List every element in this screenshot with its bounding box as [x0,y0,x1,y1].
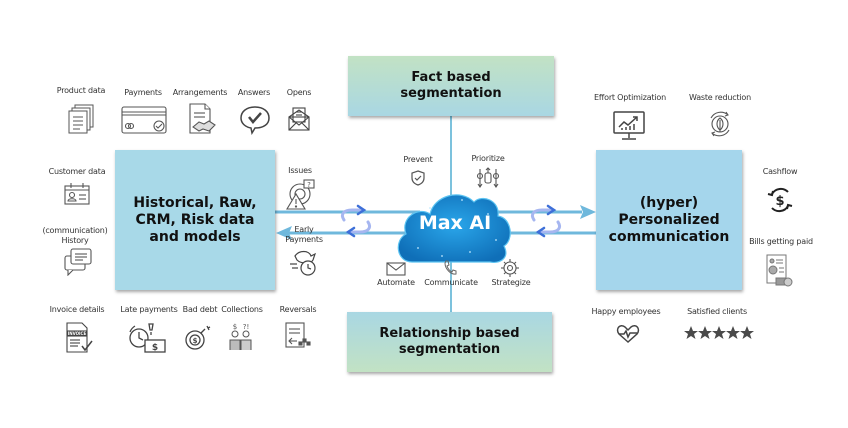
fast-clock-icon [289,248,319,276]
issues-label: Issues [288,166,312,175]
left-box-line3: and models [149,228,241,245]
svg-text:$: $ [152,343,158,353]
shield-check-icon [409,169,427,187]
reversal-icon [285,322,311,350]
prioritize-label: Prioritize [471,154,505,163]
cycle-arrows-right-icon [530,204,562,238]
gear-warning-icon: ? [284,178,318,212]
communicate-label: Communicate [424,278,478,287]
five-stars-icon [684,325,754,341]
invoice-icon: INVOICE [64,322,94,354]
fact-based-segmentation-box: Fact based segmentation [348,56,554,116]
data-sources-box: Historical, Raw, CRM, Risk data and mode… [115,150,275,290]
waste-reduction-label: Waste reduction [689,93,751,102]
cycle-arrows-left-icon [340,204,372,238]
personalized-communication-box: (hyper) Personalized communication [596,150,742,290]
credit-card-icon [121,106,167,134]
svg-text:$: $ [775,194,784,209]
early-payments-line1: Early [294,225,314,234]
right-box-line2: Personalized [618,211,720,228]
communication-history-line2: History [61,236,89,245]
communication-history-line1: (communication) [42,226,108,235]
effort-optimization-label: Effort Optimization [594,93,666,102]
opens-label: Opens [286,88,312,97]
invoice-icon-text: INVOICE [68,331,87,336]
chat-history-icon [63,248,93,276]
automate-label: Automate [377,278,415,287]
prevent-label: Prevent [403,155,433,164]
svg-text:?!: ?! [243,323,250,331]
star-5 [740,326,754,339]
strategize-label: Strategize [491,278,531,287]
satisfied-clients-label: Satisfied clients [687,307,747,316]
segment-top-line1: Fact based [411,70,491,85]
bad-debt-label: Bad debt [182,305,218,314]
star-4 [726,326,740,339]
segment-bottom-line1: Relationship based [379,326,520,341]
strategy-gear-icon [500,258,520,278]
agreement-handshake-icon [187,103,217,135]
late-payment-icon: $ [127,322,167,354]
heart-pulse-icon [616,324,640,344]
paid-bill-icon [764,254,794,288]
arrowhead-left [276,226,292,240]
dollar-cycle-icon: $ [766,186,794,214]
cashflow-label: Cashflow [762,167,798,176]
svg-text:$: $ [193,337,198,345]
priority-sort-icon [476,167,500,189]
answers-label: Answers [237,88,271,97]
happy-employees-label: Happy employees [591,307,661,316]
star-2 [698,326,712,339]
collections-label: Collections [221,305,263,314]
star-1 [684,326,698,339]
payments-label: Payments [124,88,162,97]
right-box-line3: communication [608,228,730,245]
left-box-line1: Historical, Raw, [133,194,257,211]
collections-icon: $ ?! [229,322,253,352]
segment-bottom-line2: segmentation [398,342,501,357]
arrowhead-right [580,205,596,219]
documents-icon [66,104,96,136]
contact-card-icon [64,182,90,206]
communication-history-label: (communication) History [40,226,110,246]
open-envelope-icon [288,106,310,132]
customer-data-label: Customer data [48,167,106,176]
svg-text:?: ? [307,181,311,189]
right-box-line1: (hyper) [639,194,699,211]
relationship-based-segmentation-box: Relationship based segmentation [347,312,552,372]
max-ai-title: Max AI [418,212,492,234]
segment-top-line2: segmentation [400,86,502,101]
svg-text:$: $ [233,323,237,331]
late-payments-label: Late payments [120,305,178,314]
left-box-line2: CRM, Risk data [135,211,255,228]
product-data-label: Product data [56,86,106,95]
max-ai-cloud [397,194,511,263]
phone-icon [443,260,457,276]
bills-getting-paid-label: Bills getting paid [749,237,813,246]
bomb-icon: $ [184,324,212,350]
recycle-leaf-icon [706,110,734,138]
chat-check-icon [239,105,271,135]
early-payments-label: Early Payments [284,225,324,245]
early-payments-line2: Payments [285,235,323,244]
arrangements-label: Arrangements [172,88,228,97]
envelope-icon [386,262,406,276]
reversals-label: Reversals [279,305,317,314]
star-3 [712,326,726,339]
monitor-chart-icon [612,110,646,142]
invoice-details-label: Invoice details [49,305,105,314]
